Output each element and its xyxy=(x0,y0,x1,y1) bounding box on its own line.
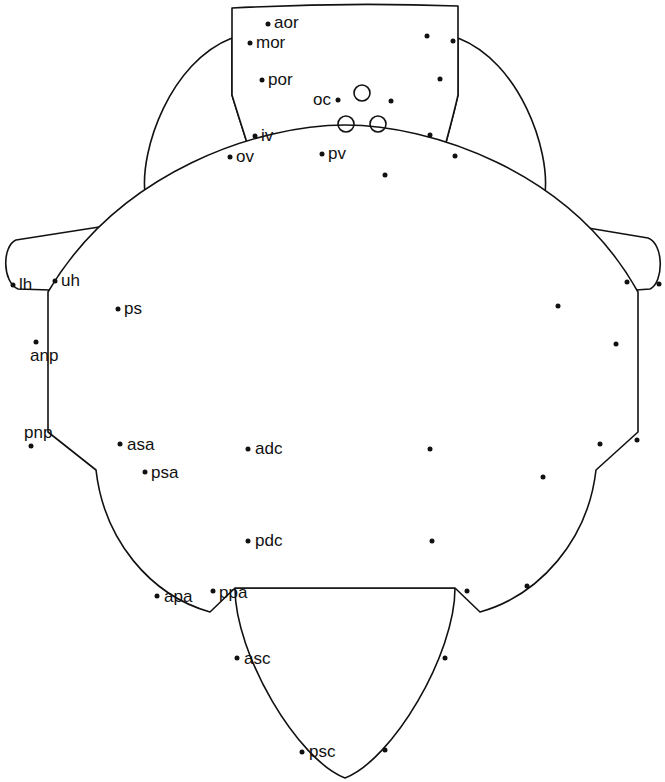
ocellus xyxy=(370,116,386,132)
bristle-label: pdc xyxy=(255,532,282,549)
bristle-label: pv xyxy=(328,145,346,162)
bristle-label: adc xyxy=(255,440,282,457)
bristle-label: apa xyxy=(164,588,192,605)
bristle-label: pnp xyxy=(24,424,52,441)
bristle-label: lh xyxy=(19,276,32,293)
bristle-label: anp xyxy=(30,347,58,364)
bristle-label: ppa xyxy=(219,584,247,601)
bristle-label: psc xyxy=(309,743,335,760)
bristle-label: oc xyxy=(313,91,331,108)
mesonotum xyxy=(48,125,638,612)
bristle-label: ps xyxy=(124,300,142,317)
bristle-label: psa xyxy=(151,464,178,481)
bristle-label: asc xyxy=(244,650,270,667)
bristle-label: aor xyxy=(274,14,299,31)
bristle-dots xyxy=(11,22,662,755)
ocellus xyxy=(338,116,354,132)
ocellus xyxy=(354,85,370,101)
bristle-label: ov xyxy=(236,148,254,165)
bristle-label: iv xyxy=(261,127,273,144)
bristle-label: uh xyxy=(61,272,80,289)
scutellum xyxy=(235,588,455,778)
bristle-label: mor xyxy=(256,34,285,51)
bristle-label: por xyxy=(268,71,293,88)
bristle-label: asa xyxy=(127,436,154,453)
